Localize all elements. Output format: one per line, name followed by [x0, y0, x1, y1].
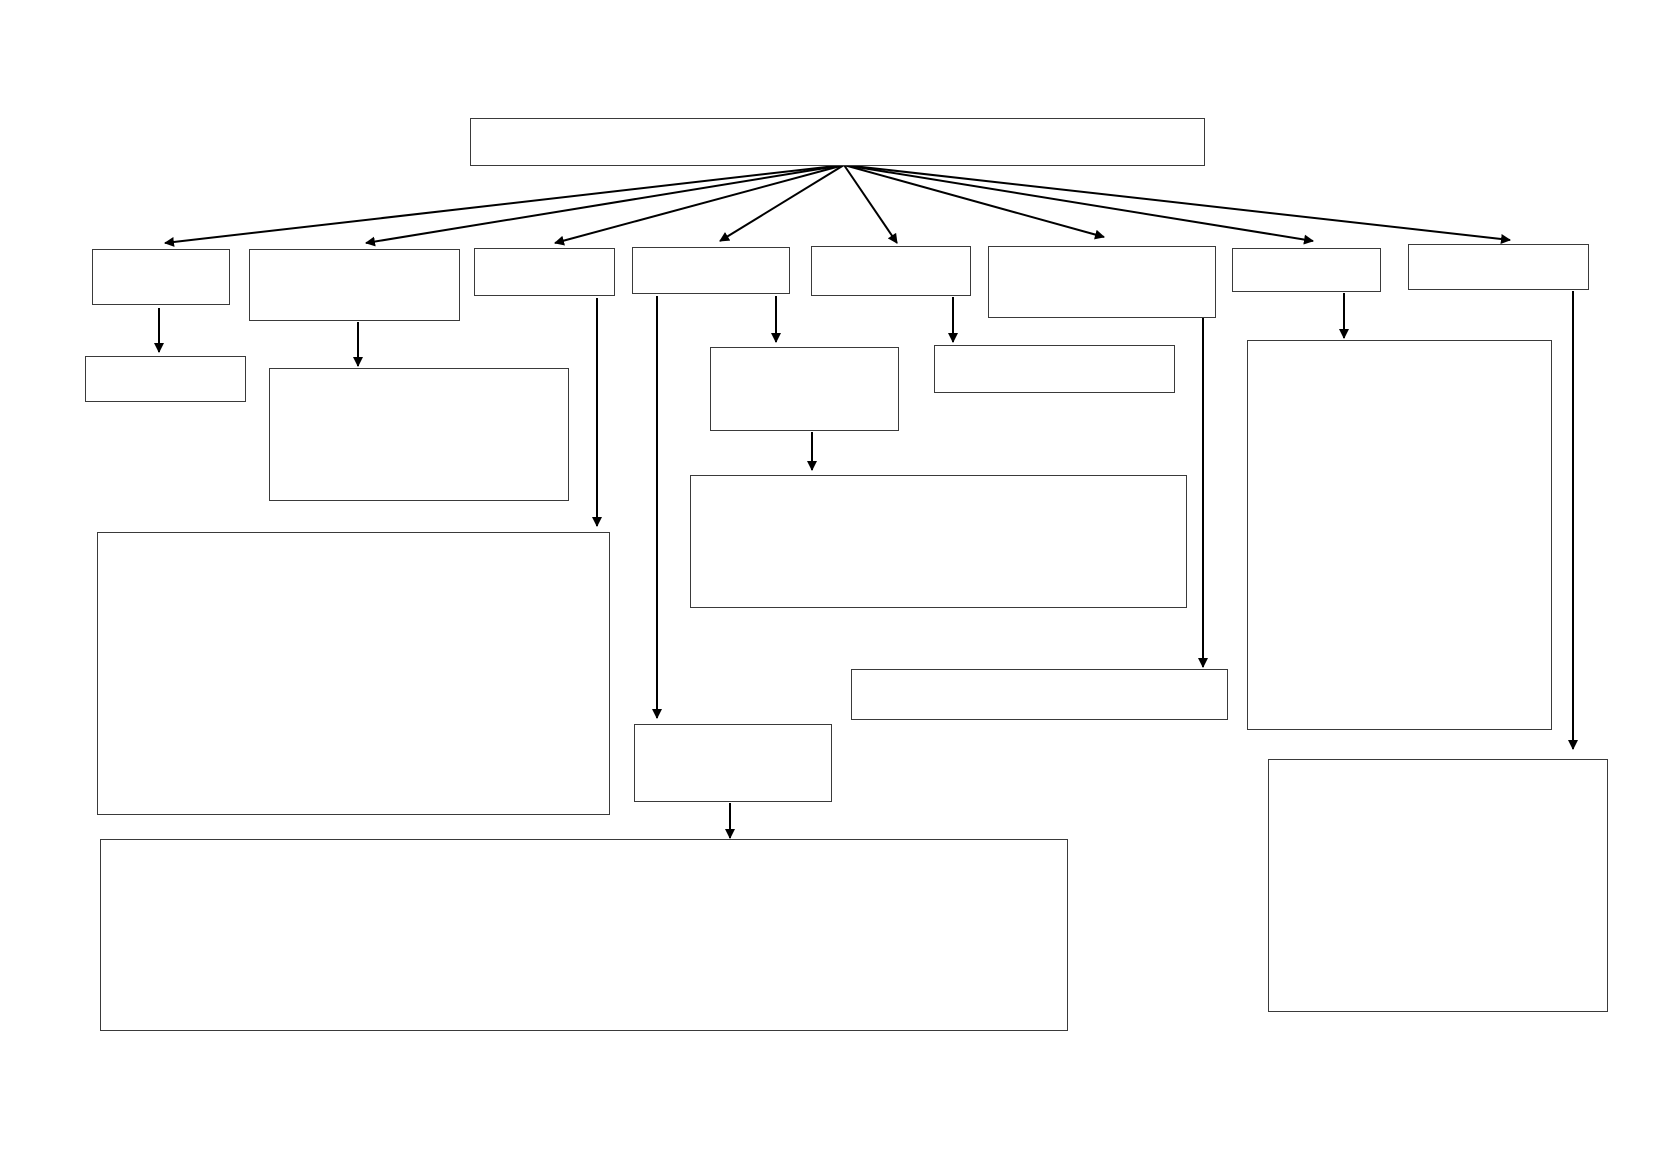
node-6a-box [851, 669, 1228, 720]
connector-root-to-node-1 [164, 164, 845, 247]
node-3a-box [97, 532, 610, 815]
node-5-box [811, 246, 971, 296]
connector-root-to-node-8 [843, 164, 1511, 244]
node-2a-box [269, 368, 569, 501]
node-4a-box [710, 347, 899, 431]
node-5a-box [934, 345, 1175, 393]
node-7a-box [1247, 340, 1552, 730]
node-8a-box [1268, 759, 1608, 1012]
node-1-box [92, 249, 230, 305]
node-2-box [249, 249, 460, 321]
connector-root-to-node-2 [365, 164, 845, 247]
connector-root-to-node-7 [843, 164, 1314, 245]
node-4-box [632, 247, 790, 294]
node-4b-child-box [100, 839, 1068, 1031]
node-1a-box [85, 356, 246, 402]
root-box [470, 118, 1205, 166]
connector-root-to-node-3 [554, 164, 845, 246]
node-7-box [1232, 248, 1381, 292]
node-3-box [474, 248, 615, 296]
node-8-box [1408, 244, 1589, 290]
node-4a-child-box [690, 475, 1187, 608]
node-4b-box [634, 724, 832, 802]
connector-root-to-node-5 [843, 164, 898, 244]
connector-root-to-node-4 [719, 164, 845, 242]
node-6-box [988, 246, 1216, 318]
connector-root-to-node-6 [843, 164, 1105, 240]
